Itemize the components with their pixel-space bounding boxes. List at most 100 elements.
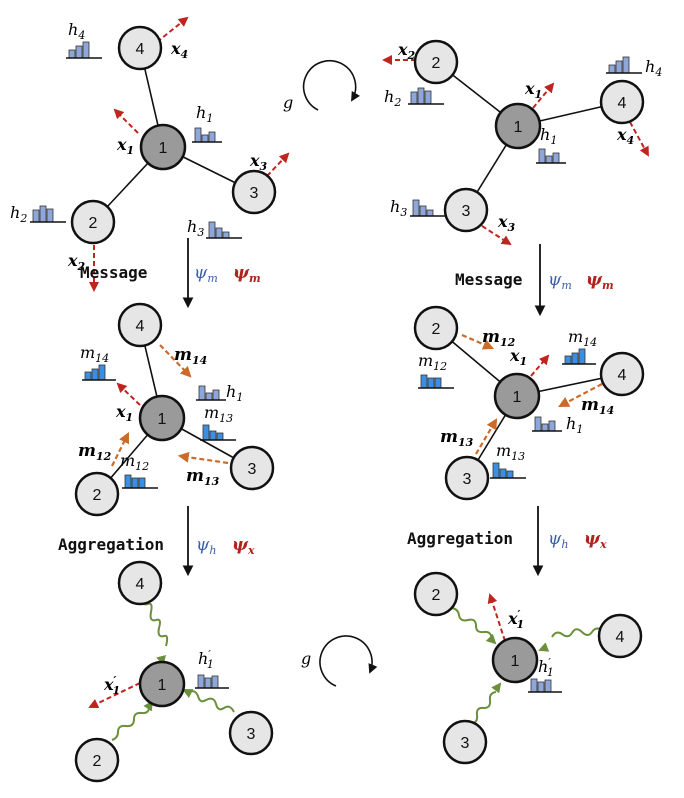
label-m13: m13 [440, 427, 474, 449]
node-2 [74, 737, 120, 783]
label-m13-small: m13 [204, 403, 233, 425]
node-4 [117, 560, 163, 606]
node-4 [117, 25, 163, 71]
histogram-m12 [418, 374, 454, 389]
label-x1: x1 [116, 135, 134, 157]
velocity-arrow [487, 593, 506, 642]
velocity-arrow [88, 682, 141, 709]
node-4-label: 4 [136, 318, 145, 335]
node-3 [444, 455, 490, 501]
node-1-label: 1 [514, 119, 523, 136]
label-m13: m13 [186, 466, 220, 488]
graph-top-left: 4 1 3 2 [10, 16, 290, 292]
node-1-label: 1 [159, 140, 168, 157]
node-1-label: 1 [513, 389, 522, 406]
label-m12: m12 [78, 441, 112, 463]
coil-edge [471, 691, 497, 725]
node-3 [442, 719, 488, 765]
node-4 [597, 613, 643, 659]
velocity-arrow [156, 16, 189, 43]
node-3 [443, 187, 489, 233]
velocity-arrow [113, 108, 139, 134]
histogram-h4 [66, 41, 102, 59]
coil-edge [188, 690, 235, 713]
label-x1-prime: x′1 [507, 608, 524, 631]
node-2 [413, 39, 459, 85]
histogram-m14 [562, 348, 596, 365]
label-x4: x4 [170, 39, 188, 61]
label-m12-small: m12 [418, 351, 447, 373]
node-1 [139, 123, 187, 171]
label-h2: h2 [384, 87, 401, 109]
label-h1: h1 [226, 382, 243, 404]
graph-bottom-left: 4 1 3 2 h′1 x′1 [74, 560, 274, 783]
histogram-h1 [536, 148, 566, 164]
message-arrow [159, 344, 192, 378]
node-4 [117, 302, 163, 348]
coil-edge [551, 627, 603, 638]
node-1 [491, 636, 539, 684]
message-step-left: Message ψm ψm [80, 238, 261, 309]
histogram-h3 [410, 199, 446, 217]
label-m14-small: m14 [80, 343, 109, 365]
coil-edge [139, 597, 169, 647]
label-m12: m12 [482, 327, 516, 349]
velocity-arrow [266, 152, 290, 177]
node-4-label: 4 [616, 629, 625, 646]
graph-top-right: 2 1 4 3 x2 [382, 39, 662, 246]
label-h3: h3 [390, 197, 407, 219]
label-h2: h2 [10, 203, 27, 225]
node-3-label: 3 [247, 726, 256, 743]
histogram-m13 [490, 462, 526, 479]
node-3 [231, 169, 277, 215]
symmetry-label: g [283, 93, 293, 112]
rotation-arrow-icon [319, 635, 378, 687]
symmetry-rotation-top: g [283, 59, 361, 112]
velocity-arrow [629, 121, 649, 157]
coil-edge [451, 607, 493, 640]
node-1-label: 1 [158, 677, 167, 694]
histogram-m13 [200, 424, 236, 441]
node-2-label: 2 [432, 321, 441, 338]
psi-h-blue: ψh [196, 535, 216, 557]
node-3 [228, 710, 274, 756]
velocity-arrow [532, 82, 555, 109]
histogram-h1 [192, 127, 222, 143]
node-3-label: 3 [248, 461, 257, 478]
coil-edge [111, 704, 151, 741]
node-4-label: 4 [618, 367, 627, 384]
label-x1-prime: x′1 [103, 674, 120, 697]
label-x2: x2 [67, 251, 86, 273]
label-m14: m14 [174, 345, 207, 367]
velocity-arrow [530, 354, 550, 377]
psi-m-red: ψm [233, 263, 261, 285]
aggregation-step-right: Aggregation ψh ψx [407, 506, 607, 577]
message-step-right: Message ψm ψm [455, 244, 614, 317]
psi-m-red: ψm [586, 270, 614, 292]
histogram-m14 [82, 364, 116, 381]
histogram-m12 [122, 474, 158, 489]
node-2-label: 2 [432, 587, 441, 604]
label-m14-small: m14 [568, 327, 597, 349]
histogram-h1 [196, 385, 226, 401]
symmetry-label: g [301, 649, 311, 668]
node-3-label: 3 [461, 735, 470, 752]
histogram-h1 [532, 416, 562, 432]
rotation-arrow-icon [302, 59, 361, 111]
graph-middle-right: 2 1 4 3 m12 [413, 305, 645, 501]
graph-middle-left: 4 1 3 2 m14 [74, 302, 275, 517]
label-x4: x4 [616, 125, 634, 147]
node-4-label: 4 [136, 576, 145, 593]
node-4 [599, 79, 645, 125]
label-h3: h3 [187, 217, 204, 239]
label-h1: h1 [196, 103, 213, 125]
node-1 [138, 394, 186, 442]
label-m13-small: m13 [496, 441, 525, 463]
node-4 [599, 351, 645, 397]
node-1-label: 1 [158, 411, 167, 428]
node-2-label: 2 [93, 487, 102, 504]
label-x1: x1 [509, 346, 527, 368]
label-h4: h4 [68, 20, 85, 42]
aggregation-step-left: Aggregation ψh ψx [58, 506, 255, 577]
